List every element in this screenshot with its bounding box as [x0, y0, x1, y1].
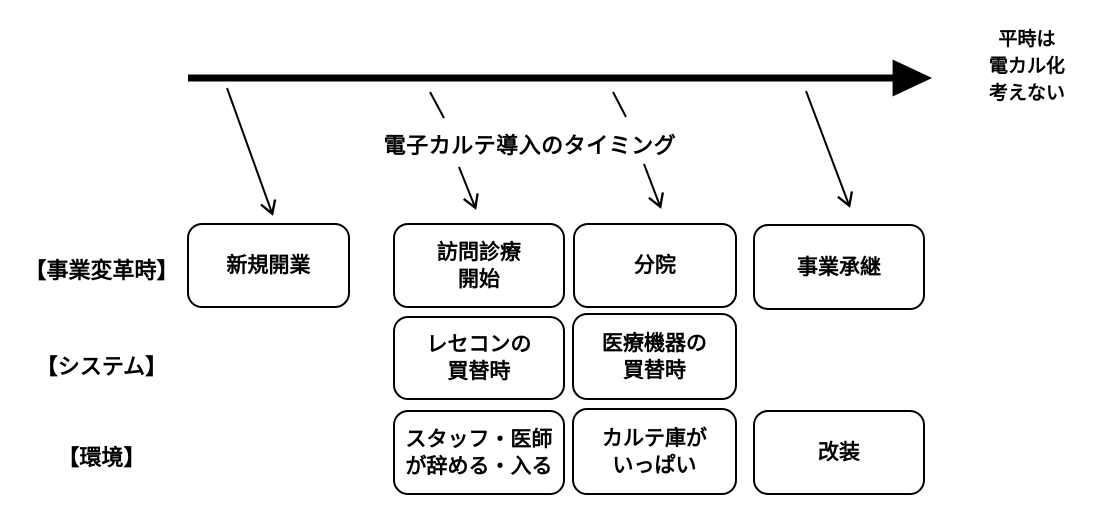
box-new-opening: 新規開業 [187, 223, 350, 308]
box-staff-turnover: スタッフ・医師 が辞める・入る [393, 410, 565, 495]
axis-note-line-1: 平時は [998, 29, 1056, 50]
pointer-arrow-home-visit [458, 166, 479, 210]
axis-note-line-2: 電カル化 [988, 56, 1065, 77]
axis-note: 平時は 電カル化 考えない [972, 26, 1082, 107]
box-recepcon-replacement: レセコンの 買替時 [393, 316, 565, 400]
row-label-business-change: 【事業変革時】 [24, 258, 179, 283]
pointer-arrow-branch-upper-segment [612, 91, 627, 118]
box-home-visit-start: 訪問診療 開始 [393, 223, 565, 308]
pointer-arrow-home-visit-upper-segment [429, 91, 445, 119]
row-label-system: 【システム】 [35, 354, 168, 379]
pointer-arrow-succession [805, 90, 854, 208]
box-branch-clinic: 分院 [573, 223, 737, 308]
pointer-arrow-new-opening [226, 87, 277, 216]
box-business-succession: 事業承継 [753, 224, 925, 310]
box-equipment-replacement: 医療機器の 買替時 [572, 313, 737, 400]
box-chart-storage-full: カルテ庫が いっぱい [572, 408, 737, 495]
axis-note-line-3: 考えない [988, 83, 1065, 104]
diagram-title: 電子カルテ導入のタイミング [383, 133, 677, 158]
pointer-arrow-branch [643, 163, 665, 209]
box-renovation: 改装 [753, 410, 925, 495]
row-label-environment: 【環境】 [57, 445, 146, 470]
